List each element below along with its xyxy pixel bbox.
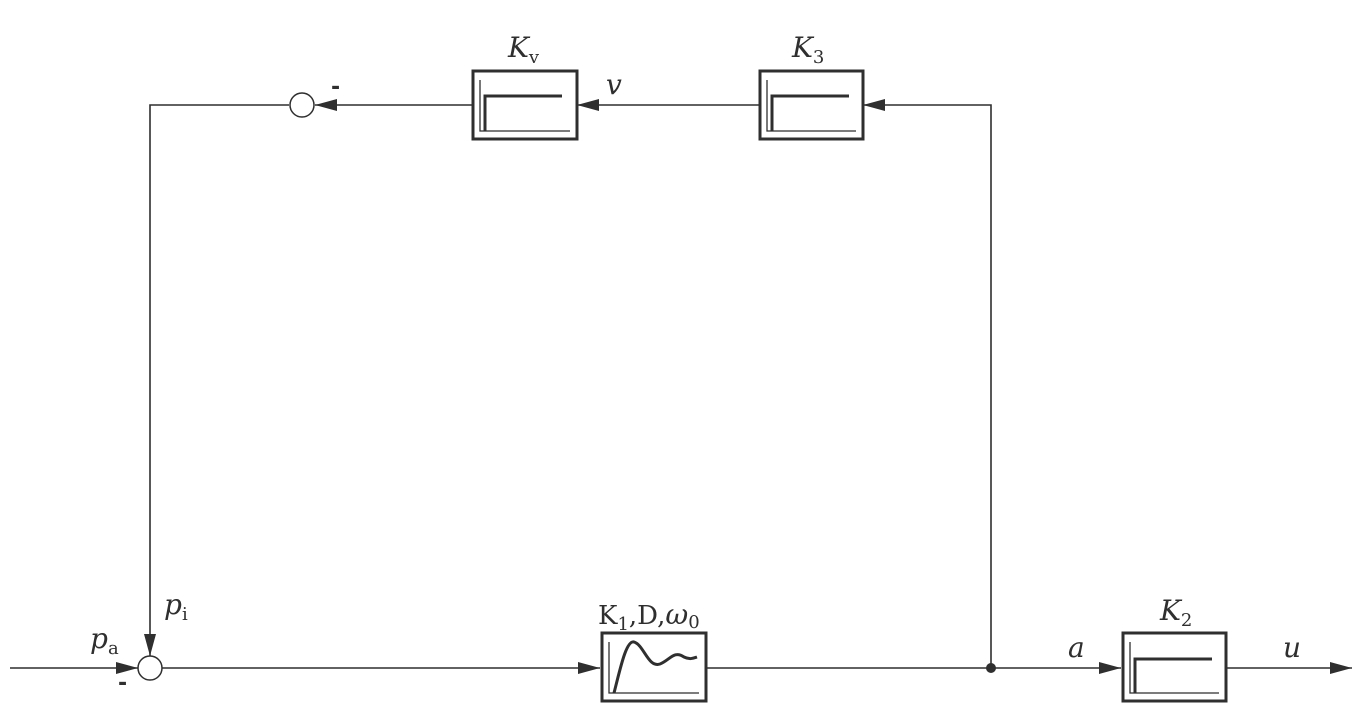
feedback-wire-up <box>863 104 992 668</box>
arrow-into-kv <box>577 99 599 111</box>
lower-minus-sign: - <box>118 671 127 696</box>
signal-a-label: a <box>1068 631 1085 664</box>
kv-block <box>471 69 579 141</box>
arrow-into-k2 <box>1099 662 1121 674</box>
signal-pi-label: pi <box>164 588 188 625</box>
arrow-into-lower-sum <box>144 634 156 656</box>
signal-v-label: v <box>606 68 622 101</box>
lower-summing-junction <box>137 655 163 681</box>
upper-summing-junction <box>289 92 315 118</box>
wire-upper-sum-to-lower-sum <box>149 104 289 656</box>
arrow-into-upper-sum <box>315 99 337 111</box>
k1-d-omega-block <box>600 631 708 703</box>
signal-u-label: u <box>1283 631 1301 664</box>
k1-d-omega-label: K1,D,ω0 <box>598 598 700 635</box>
k3-block <box>758 69 865 141</box>
kv-label: Kv <box>507 31 540 68</box>
arrow-into-k1 <box>578 662 600 674</box>
output-arrow <box>1330 662 1352 674</box>
input-arrow <box>116 662 138 674</box>
arrow-into-k3 <box>863 99 885 111</box>
k2-label: K2 <box>1159 594 1192 631</box>
k3-label: K3 <box>791 31 824 68</box>
signal-pa-label: pa <box>90 622 119 659</box>
upper-minus-sign: - <box>331 75 340 100</box>
k2-block <box>1121 631 1228 703</box>
